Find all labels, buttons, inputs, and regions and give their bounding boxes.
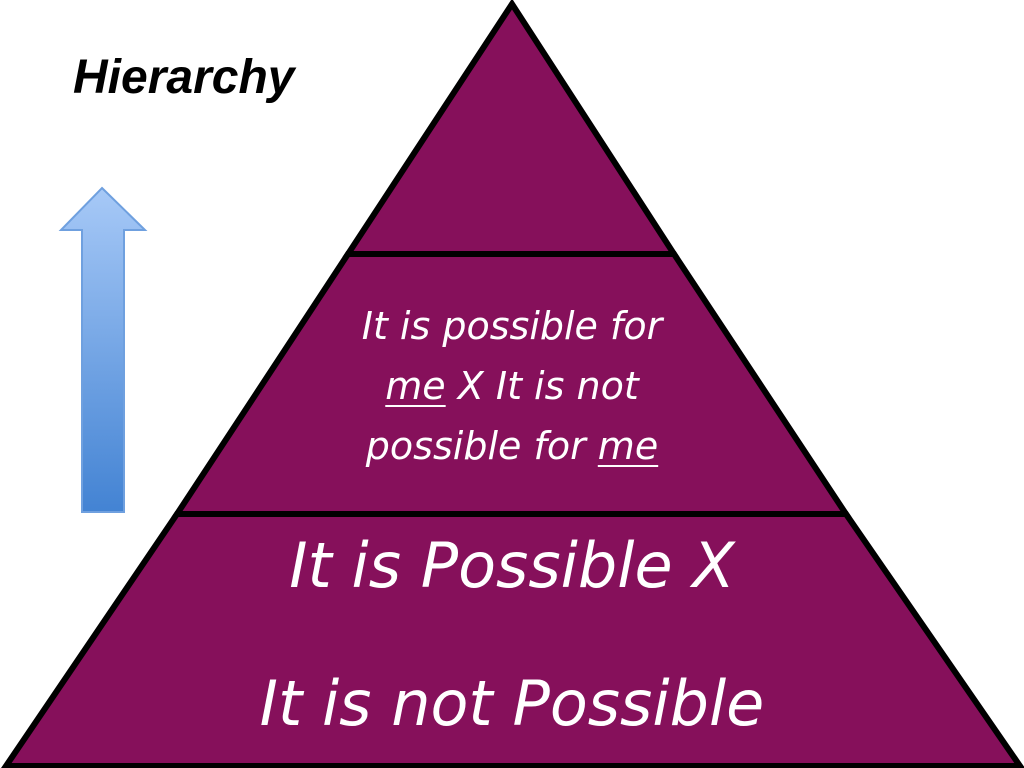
bottom-tier-line-1: It is Possible X xyxy=(289,529,735,602)
middle-tier-line-2-rest: X It is not xyxy=(445,364,639,408)
up-arrow-icon xyxy=(58,186,148,513)
middle-tier-line-3-prefix: possible for xyxy=(365,424,598,468)
middle-tier-underlined-me-2: me xyxy=(597,424,659,468)
slide-title: Hierarchy xyxy=(73,51,295,104)
middle-tier-line-1: It is possible for xyxy=(361,304,663,348)
bottom-tier-line-2: It is not Possible xyxy=(259,667,765,740)
middle-tier-underlined-me-1: me xyxy=(385,364,446,408)
middle-tier-text: It is possible for me X It is not possib… xyxy=(310,296,714,476)
pyramid-top-tier xyxy=(342,0,680,257)
middle-tier-line-3: possible for me xyxy=(310,416,714,476)
middle-tier-line-2: me X It is not xyxy=(310,356,714,416)
pyramid-bottom-tier xyxy=(1,511,1024,768)
